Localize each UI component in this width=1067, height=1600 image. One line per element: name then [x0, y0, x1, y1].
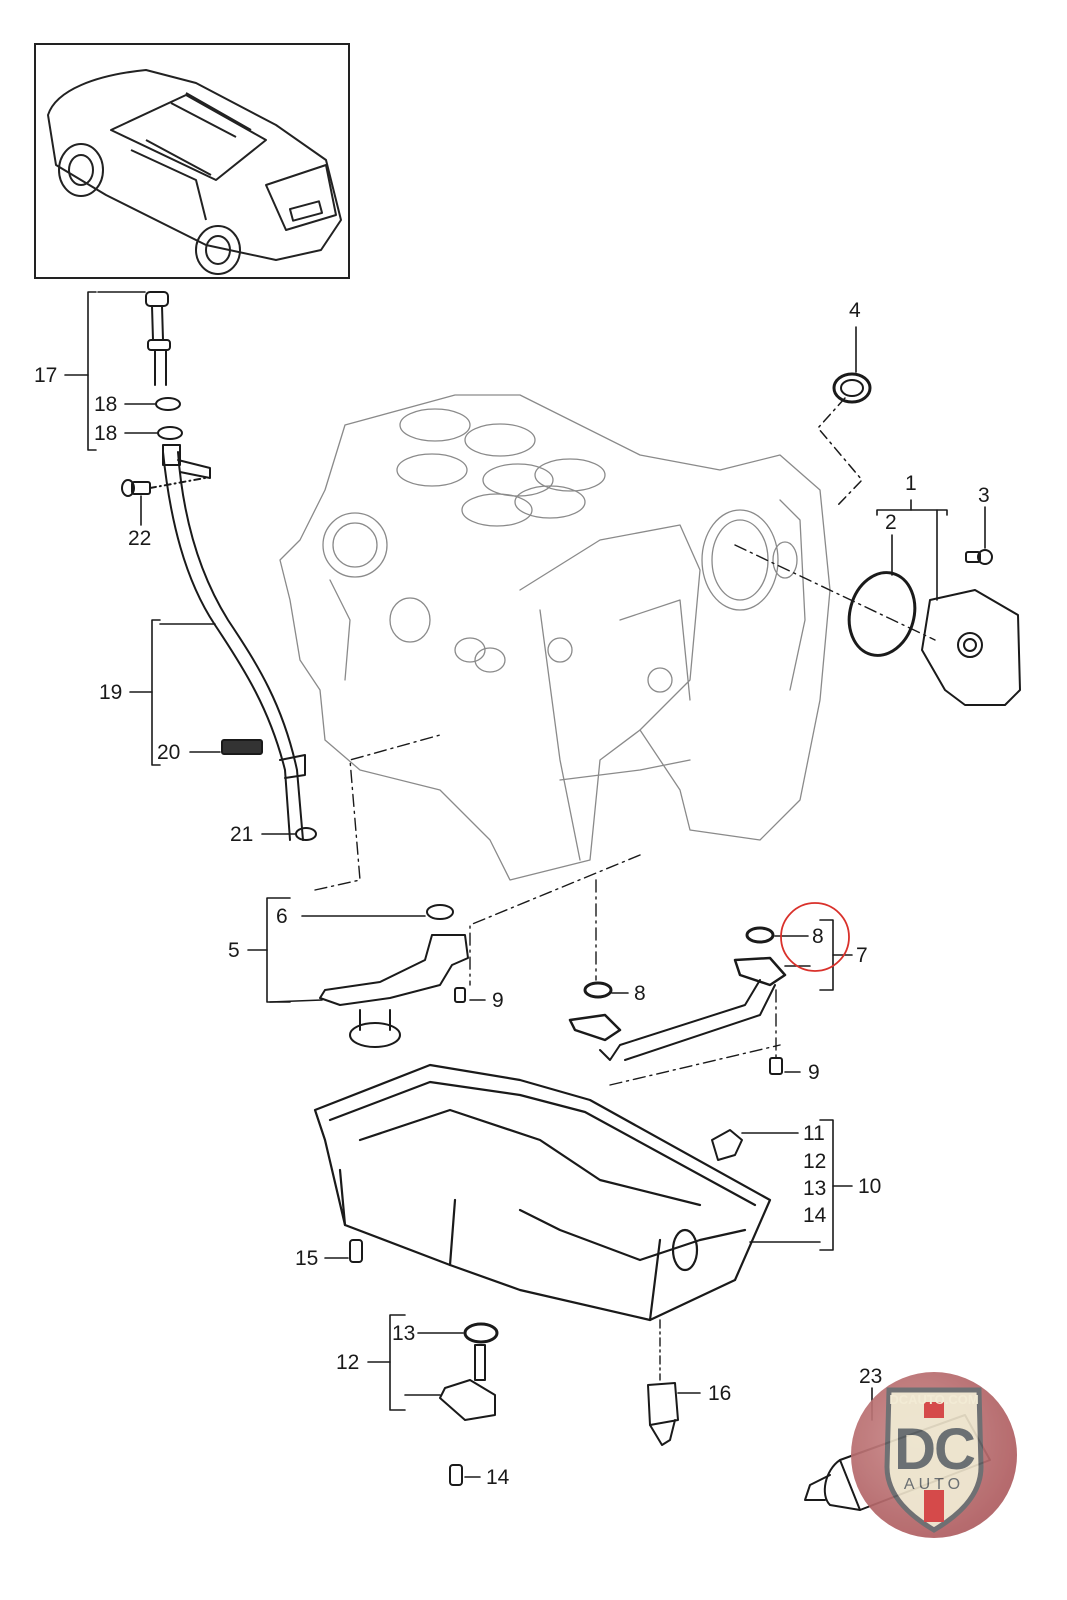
callout-19[interactable]: 19: [99, 681, 123, 704]
callout-12-sensor[interactable]: 12: [336, 1351, 360, 1374]
callout-9-pipe[interactable]: 9: [808, 1061, 820, 1084]
callout-18-lower[interactable]: 18: [94, 422, 118, 445]
callout-18-upper[interactable]: 18: [94, 393, 118, 416]
oil-pipe-part-7: [568, 926, 787, 1075]
callout-23[interactable]: 23: [859, 1365, 883, 1388]
highlight-circle: [780, 902, 850, 972]
callout-15[interactable]: 15: [295, 1247, 319, 1270]
clip-part-20: [221, 739, 263, 755]
callout-2[interactable]: 2: [885, 511, 897, 534]
bolt-part-14: [449, 1464, 463, 1486]
watermark-site: DCAUTO.COM: [889, 1392, 979, 1407]
callout-14-pan[interactable]: 14: [803, 1204, 827, 1227]
dash-line-part-5: [314, 734, 441, 891]
shield-icon: [884, 1387, 984, 1533]
oring-part-21: [295, 827, 317, 841]
callout-4[interactable]: 4: [849, 299, 861, 322]
callout-13-pan[interactable]: 13: [803, 1177, 827, 1200]
callout-8-pipe-upper[interactable]: 8: [812, 925, 824, 948]
callout-3[interactable]: 3: [978, 484, 990, 507]
engine-block: [279, 394, 831, 881]
callout-9-pickup[interactable]: 9: [492, 989, 504, 1012]
callout-1[interactable]: 1: [905, 472, 917, 495]
oil-pan-part-10: [313, 1063, 772, 1322]
oring-part-2: [847, 571, 917, 657]
bolt-part-22: [121, 477, 206, 497]
dcauto-watermark: DCAUTO.COM DC AUTO: [851, 1372, 1017, 1538]
callout-14-bolt[interactable]: 14: [486, 1466, 510, 1489]
callout-13-seal[interactable]: 13: [392, 1322, 416, 1345]
callout-17[interactable]: 17: [34, 364, 58, 387]
callout-20[interactable]: 20: [157, 741, 181, 764]
oring-part-18-upper: [155, 397, 181, 411]
callout-6[interactable]: 6: [276, 905, 288, 928]
bolt-part-15: [349, 1239, 363, 1263]
watermark-word: AUTO: [903, 1476, 965, 1493]
dash-line-part-9a: [469, 854, 641, 986]
oring-part-18-lower: [157, 426, 183, 440]
suv-icon: [47, 69, 342, 275]
oil-pump-part-1: [921, 589, 1021, 706]
callout-11[interactable]: 11: [803, 1122, 825, 1145]
dash-line-part-2: [734, 544, 936, 641]
dash-line-part-4: [817, 397, 863, 506]
oil-pickup-part-5: [319, 904, 469, 1048]
callout-10[interactable]: 10: [858, 1175, 882, 1198]
callout-21[interactable]: 21: [230, 823, 254, 846]
dipstick-part-17: [145, 291, 171, 386]
dipstick-tube-part-19: [162, 444, 306, 841]
dash-line-part-7: [595, 879, 781, 1086]
watermark-monogram: DC: [894, 1417, 976, 1482]
callout-8-pipe-lower[interactable]: 8: [634, 982, 646, 1005]
bolt-part-3: [965, 549, 993, 565]
vehicle-thumbnail: [34, 43, 350, 279]
callout-22[interactable]: 22: [128, 527, 152, 550]
oil-level-sensor-part-12: [439, 1344, 496, 1421]
callout-16[interactable]: 16: [708, 1382, 732, 1405]
callout-12-pan[interactable]: 12: [803, 1150, 827, 1173]
plug-part-4: [832, 372, 872, 404]
sensor-part-16: [647, 1382, 679, 1446]
callout-5[interactable]: 5: [228, 939, 240, 962]
callout-lines: [64, 291, 986, 1478]
callout-7[interactable]: 7: [856, 944, 868, 967]
drain-plug-part-11: [711, 1129, 743, 1161]
seal-part-13: [463, 1322, 499, 1344]
